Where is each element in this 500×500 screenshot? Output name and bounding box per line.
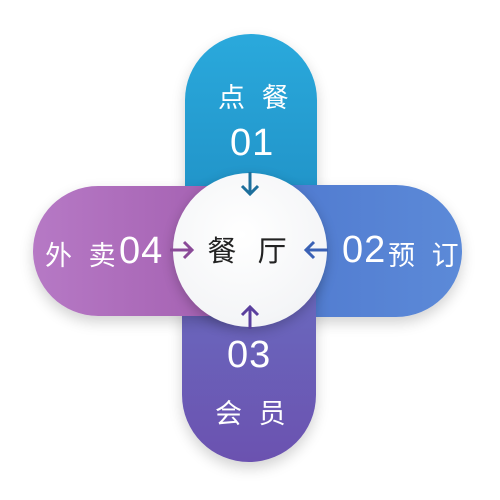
- petal-order-number: 01: [230, 122, 275, 164]
- arrow-down-icon: [240, 172, 260, 197]
- petal-delivery-label: 外 卖: [45, 241, 120, 272]
- petal-order-label: 点 餐: [218, 83, 293, 114]
- arrow-up-icon: [240, 304, 260, 329]
- center-circle: 餐 厅: [173, 173, 327, 327]
- petal-reservation-label: 预 订: [388, 241, 463, 272]
- petal-member-label: 会 员: [215, 399, 290, 430]
- arrow-right-icon: [170, 240, 195, 260]
- center-label: 餐 厅: [207, 234, 293, 268]
- petal-reservation-number: 02: [342, 229, 387, 271]
- petal-member-number: 03: [227, 334, 272, 376]
- petal-delivery-number: 04: [119, 230, 164, 272]
- arrow-left-icon: [303, 240, 328, 260]
